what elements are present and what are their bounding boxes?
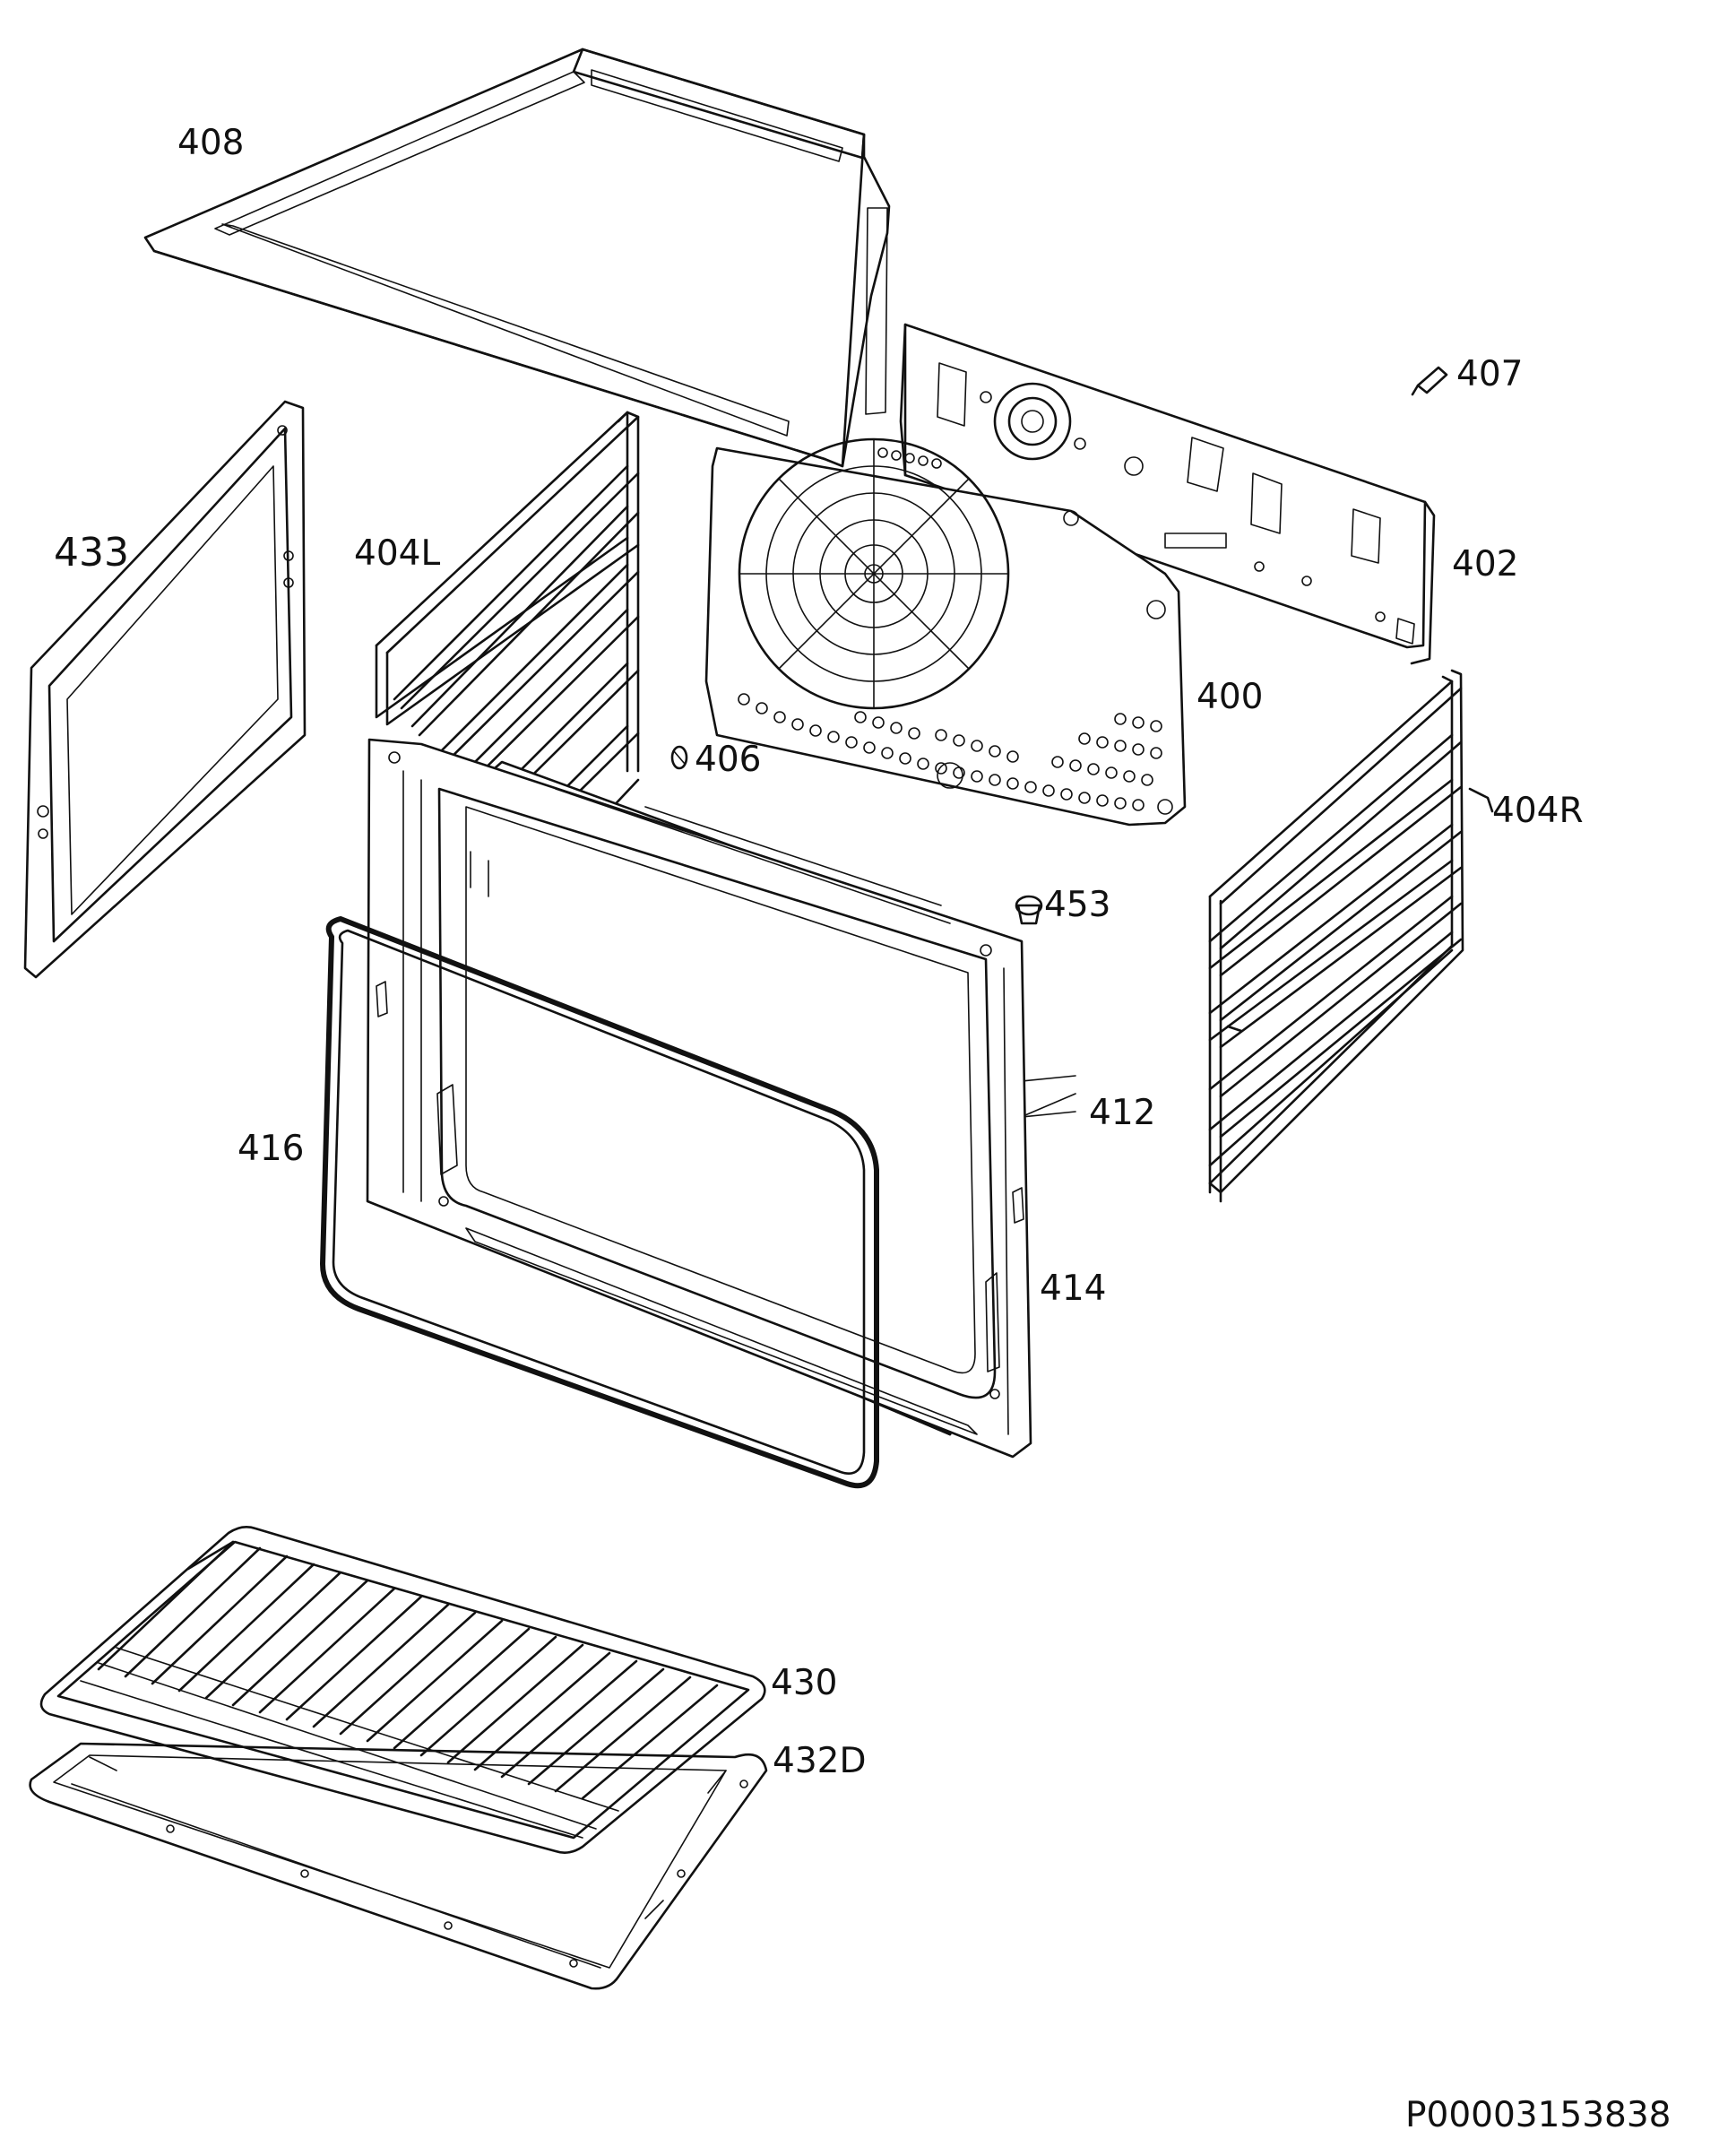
label-407: 407 [1456,354,1524,394]
label-430: 430 [771,1663,838,1703]
label-414: 414 [1040,1268,1107,1309]
clip-407 [1411,366,1448,396]
label-402: 402 [1452,544,1519,584]
label-404L: 404L [354,533,441,574]
document-id: P00003153838 [1405,2095,1671,2135]
label-416: 416 [238,1129,305,1169]
right-shelf-support [1208,669,1494,1203]
label-453: 453 [1044,885,1111,925]
label-404R: 404R [1492,791,1584,831]
label-400: 400 [1196,677,1264,717]
label-433: 433 [54,530,129,576]
grommet-406 [670,745,688,770]
bushing-453 [1015,895,1043,925]
back-control-panel [899,323,1436,665]
baking-tray [29,1742,768,1990]
door-glass-frame [23,400,307,979]
wire-rack [39,1526,766,1854]
label-432D: 432D [773,1741,867,1781]
label-412: 412 [1089,1093,1156,1133]
top-slots [877,447,942,469]
fan-back-panel [704,437,1187,827]
label-406: 406 [695,740,762,780]
vent-holes [738,510,1173,815]
door-gasket [320,916,879,1489]
label-408: 408 [177,123,245,163]
top-cover-panel [143,48,891,468]
